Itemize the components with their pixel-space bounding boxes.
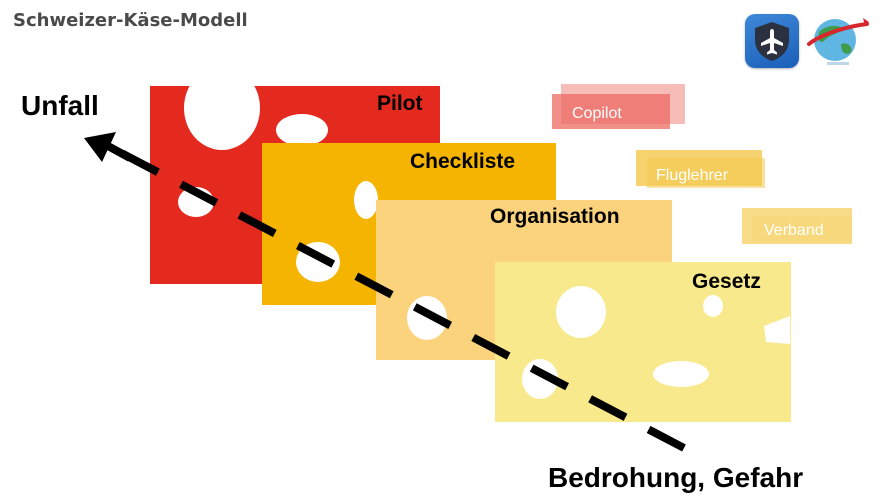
tag-copilot: Copilot — [552, 84, 685, 129]
layer-label-checkliste: Checkliste — [410, 150, 515, 173]
cheese-hole — [703, 295, 723, 317]
threat-label: Bedrohung, Gefahr — [548, 462, 803, 493]
cheese-notch — [764, 316, 790, 344]
tag-fluglehrer: Fluglehrer — [636, 150, 765, 188]
arrow-head-icon — [84, 132, 116, 162]
tag-verband-label: Verband — [764, 222, 824, 239]
unfall-label: Unfall — [21, 90, 99, 121]
layer-label-pilot: Pilot — [377, 92, 423, 115]
arrow-line — [101, 142, 132, 162]
tag-copilot-label: Copilot — [572, 105, 622, 122]
page-title: Schweizer-Käse-Modell — [13, 10, 248, 31]
logo-group — [745, 14, 873, 70]
tag-verband: Verband — [742, 208, 852, 244]
cheese-hole — [653, 361, 709, 387]
cheese-hole — [556, 286, 606, 338]
shield-plane-icon — [745, 14, 799, 68]
cheese-hole — [184, 66, 260, 150]
hazard-trajectory-line — [106, 142, 686, 452]
cheese-layer-gesetz: Gesetz — [495, 262, 791, 422]
cheese-hole — [354, 181, 378, 219]
globe-airplane-icon — [807, 18, 869, 65]
layer-label-organisation: Organisation — [490, 205, 620, 228]
cheese-hole — [522, 359, 558, 399]
layer-label-gesetz: Gesetz — [692, 270, 761, 293]
cheese-hole — [276, 114, 328, 146]
tag-fluglehrer-label: Fluglehrer — [656, 167, 729, 184]
